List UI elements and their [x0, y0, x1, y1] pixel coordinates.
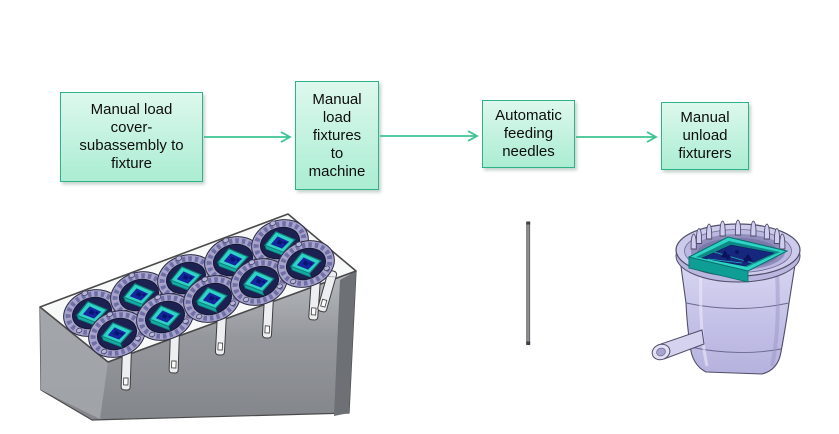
- outlet-tube: [651, 329, 705, 361]
- retention-finger: [734, 219, 742, 236]
- flow-arrows: [204, 136, 656, 137]
- retention-finger: [706, 223, 713, 240]
- flow-step-1: Manual load cover-subassembly to fixture: [60, 92, 203, 182]
- fixture-body: [678, 251, 798, 375]
- flow-step-3-label: Automatic feeding needles: [495, 107, 562, 160]
- flow-step-3: Automatic feeding needles: [482, 100, 575, 168]
- flow-step-2-label: Manual load fixtures to machine: [308, 90, 366, 180]
- retention-finger: [719, 220, 726, 237]
- retention-finger: [773, 228, 781, 244]
- retention-finger: [763, 223, 770, 240]
- fixture-tray-figure: [39, 211, 357, 421]
- retention-finger: [779, 233, 786, 250]
- flow-step-4: Manual unload fixturers: [661, 102, 749, 170]
- feeding-needle-figure: [526, 221, 531, 345]
- flow-step-4-label: Manual unload fixturers: [678, 109, 732, 162]
- single-fixture-figure: [651, 219, 801, 375]
- retention-finger: [750, 220, 757, 237]
- retention-finger: [690, 233, 697, 250]
- flow-step-2: Manual load fixtures to machine: [295, 81, 379, 190]
- flow-step-1-label: Manual load cover-subassembly to fixture: [79, 101, 184, 172]
- retention-finger: [695, 228, 703, 244]
- needle-hubs: [707, 250, 757, 265]
- cover-tray: [687, 236, 789, 283]
